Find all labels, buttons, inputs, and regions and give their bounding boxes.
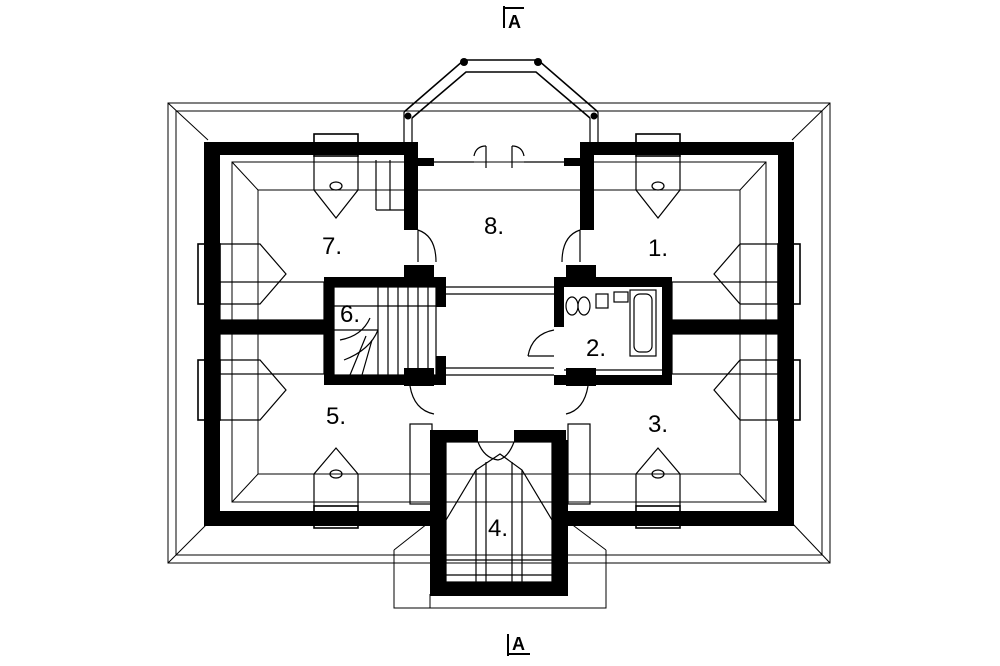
room-label-5: 5. [326,403,346,430]
corridor [219,281,779,505]
doors [375,145,589,415]
section-label-bottom: A [512,634,525,654]
staircase-6 [333,286,437,376]
room-label-6: 6. [340,301,360,328]
room-label-3: 3. [648,411,668,438]
room-label-8: 8. [484,213,504,240]
room-label-4: 4. [488,515,508,542]
section-marker-top: A [503,6,524,32]
bathroom-fixtures [564,289,662,371]
room-labels: 1. 2. 3. 4. 5. 6. 7. 8. [322,213,668,542]
room-label-2: 2. [586,335,606,362]
room-label-7: 7. [322,233,342,260]
section-marker-bottom: A [507,634,530,656]
bay-window [403,58,599,142]
walls [204,142,794,596]
dormers [197,133,801,529]
section-label-top: A [508,12,521,32]
room-label-1: 1. [648,235,668,262]
staircase-4 [445,441,553,583]
